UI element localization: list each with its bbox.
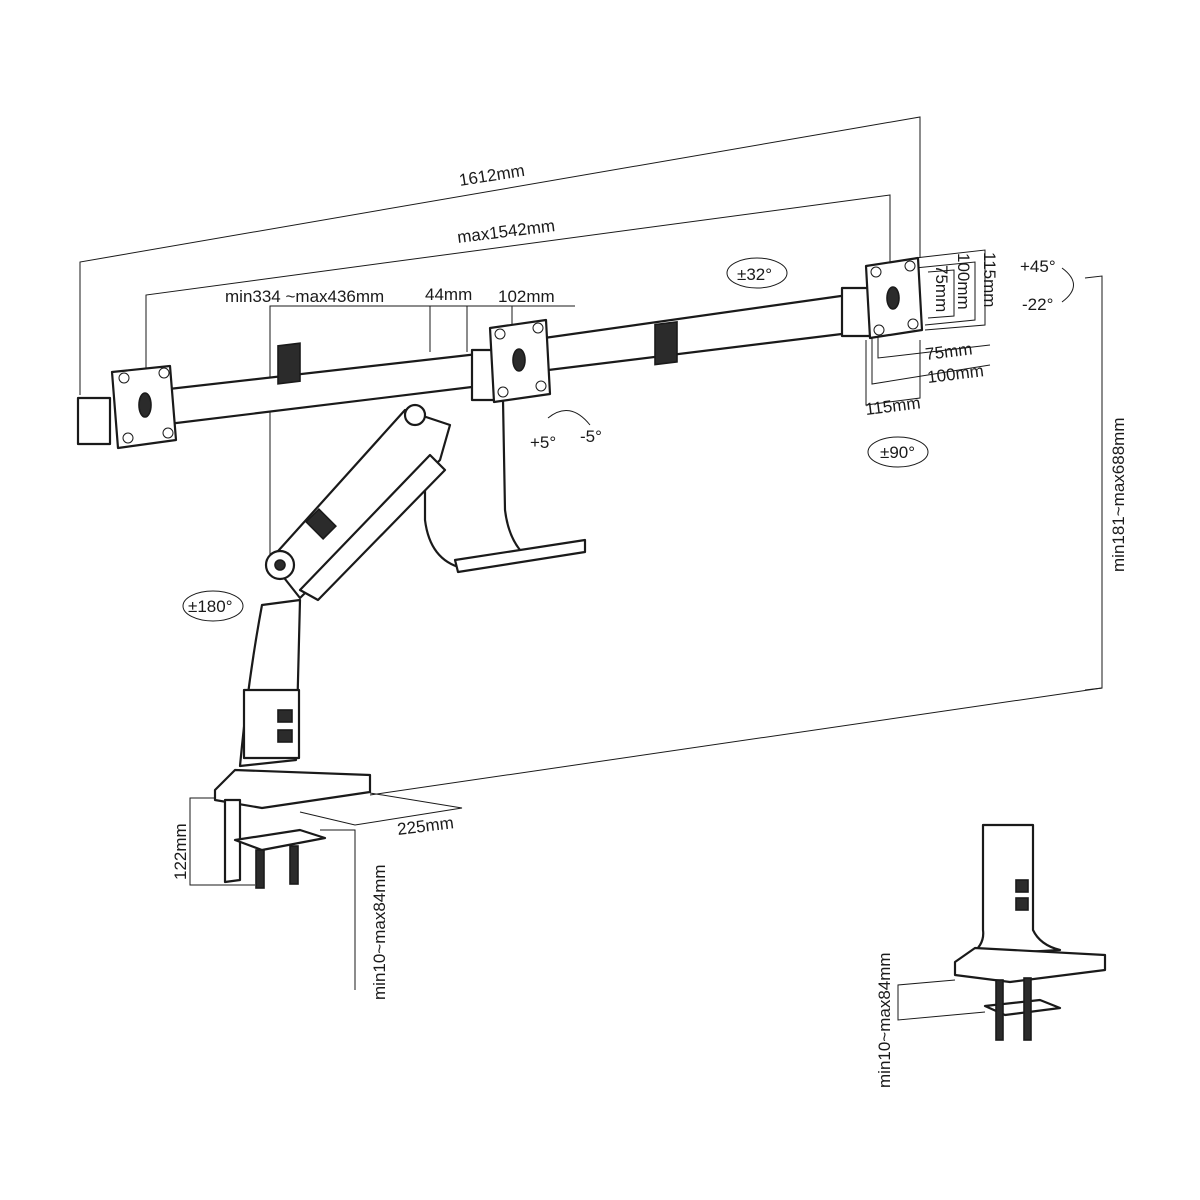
label-bar-height: 44mm <box>425 285 472 304</box>
center-vesa-hole-2 <box>532 322 544 334</box>
left-vesa-hole-2 <box>158 367 170 379</box>
dim-vesa-75 <box>927 269 955 319</box>
gas-spring-arm <box>264 403 452 602</box>
dim-line-max-span <box>145 194 891 370</box>
arm-upper-beam <box>268 408 452 600</box>
dim-vesa-h100 <box>871 335 991 385</box>
label-bar-offset: 102mm <box>498 287 555 306</box>
pole-cable-clip-2 <box>277 729 293 743</box>
center-vesa-hole-3 <box>497 386 509 398</box>
label-vesa-100: 100mm <box>926 361 985 387</box>
clamp-foot <box>233 828 327 852</box>
label-vesa-v75: 75mm <box>932 265 951 312</box>
crossbar-right-beam <box>528 293 852 374</box>
dim-line-height <box>1084 275 1103 691</box>
dim-line-base-depth <box>299 792 463 826</box>
label-swivel-base: ±180° <box>188 597 233 616</box>
center-vesa-hole-4 <box>535 380 547 392</box>
right-vesa-hole-4 <box>907 318 919 330</box>
label-rotation-90: ±90° <box>880 443 915 462</box>
vesa-plate-right <box>840 256 924 340</box>
inset-bolt-2 <box>1023 977 1032 1041</box>
base-plate <box>213 768 372 810</box>
dim-line-height-ref <box>369 687 1103 796</box>
inset-cable-clip-2 <box>1015 897 1029 911</box>
bar-clip-2 <box>654 320 678 366</box>
left-vesa-hole-1 <box>118 372 130 384</box>
label-vesa-v100: 100mm <box>954 253 973 310</box>
label-swivel-bar: ±32° <box>737 265 772 284</box>
bar-clip-1 <box>277 342 301 385</box>
tilt-center-arrow <box>547 410 591 426</box>
swivel-base-arrow <box>182 590 244 622</box>
rotation-labels: ±32° +45° -22° ±90° +5° -5° ±180° <box>188 257 1056 616</box>
dim-line-desk-inset <box>897 979 986 1021</box>
label-overall-width: 1612mm <box>458 161 526 190</box>
clamp-screw-2 <box>289 845 299 885</box>
center-vesa-hole-1 <box>494 328 506 340</box>
label-height-range: min181~max688mm <box>1109 418 1128 573</box>
crossbar-left-beam <box>158 352 482 427</box>
label-vesa-75: 75mm <box>924 339 973 364</box>
inset-clamp-detail <box>953 823 1107 1041</box>
dim-vesa-h75 <box>877 330 991 359</box>
inset-cable-clip-1 <box>1015 879 1029 893</box>
dim-vesa-100 <box>914 261 976 326</box>
pole-and-base <box>213 598 372 889</box>
left-vesa-hole-3 <box>122 432 134 444</box>
right-vesa-hole-1 <box>870 266 882 278</box>
right-vesa-hole-2 <box>904 260 916 272</box>
vesa-plate-center <box>470 318 552 404</box>
arm-elbow-pin <box>274 559 286 571</box>
label-vesa-115: 115mm <box>864 393 921 419</box>
vesa-plate-left <box>76 364 178 450</box>
left-vesa-hole-4 <box>162 427 174 439</box>
clamp-upright <box>223 798 242 884</box>
left-clamp-block <box>76 396 112 446</box>
pole-cable-clip-1 <box>277 709 293 723</box>
label-tilt-down: -22° <box>1022 295 1053 314</box>
dim-line-clamp-height <box>189 797 255 886</box>
right-vesa-knob <box>886 286 900 310</box>
swivel-bar-arrow <box>726 257 788 289</box>
arm-lower-beam <box>298 453 447 602</box>
label-vesa-v115: 115mm <box>980 252 999 307</box>
label-desk-thickness: min10~max84mm <box>370 864 389 1000</box>
left-vesa-knob <box>138 392 152 418</box>
arm-head-joint <box>403 403 427 427</box>
center-vesa-knob <box>512 348 526 372</box>
dim-line-arm-reach <box>269 305 575 560</box>
label-tilt-center-down: -5° <box>580 427 602 446</box>
label-tilt-up: +45° <box>1020 257 1056 276</box>
handle-right-rod <box>501 399 521 551</box>
dim-vesa-h115 <box>865 340 921 406</box>
handle-grip <box>453 538 587 574</box>
inset-base-plate <box>953 946 1107 984</box>
label-clamp-height: 122mm <box>171 823 190 880</box>
pole-collar <box>242 688 301 760</box>
dim-line-overall <box>79 116 921 395</box>
dim-line-desk <box>320 829 356 990</box>
label-desk-thickness-inset: min10~max84mm <box>875 952 894 1088</box>
dimension-lines <box>79 116 1103 1021</box>
label-arm-reach: min334 ~max436mm <box>225 287 384 306</box>
arm-tension-knob <box>305 508 337 540</box>
tilt-right-arrow <box>1061 267 1074 303</box>
clamp-screw-1 <box>255 849 265 889</box>
right-vesa-hole-3 <box>873 324 885 336</box>
inset-pole <box>968 823 1062 957</box>
rotation-indicators <box>182 257 1074 622</box>
dim-vesa-115 <box>914 249 986 331</box>
rotation-90-arrow <box>867 436 929 468</box>
label-tilt-center-up: +5° <box>530 433 556 452</box>
inset-bolt-1 <box>995 979 1004 1041</box>
